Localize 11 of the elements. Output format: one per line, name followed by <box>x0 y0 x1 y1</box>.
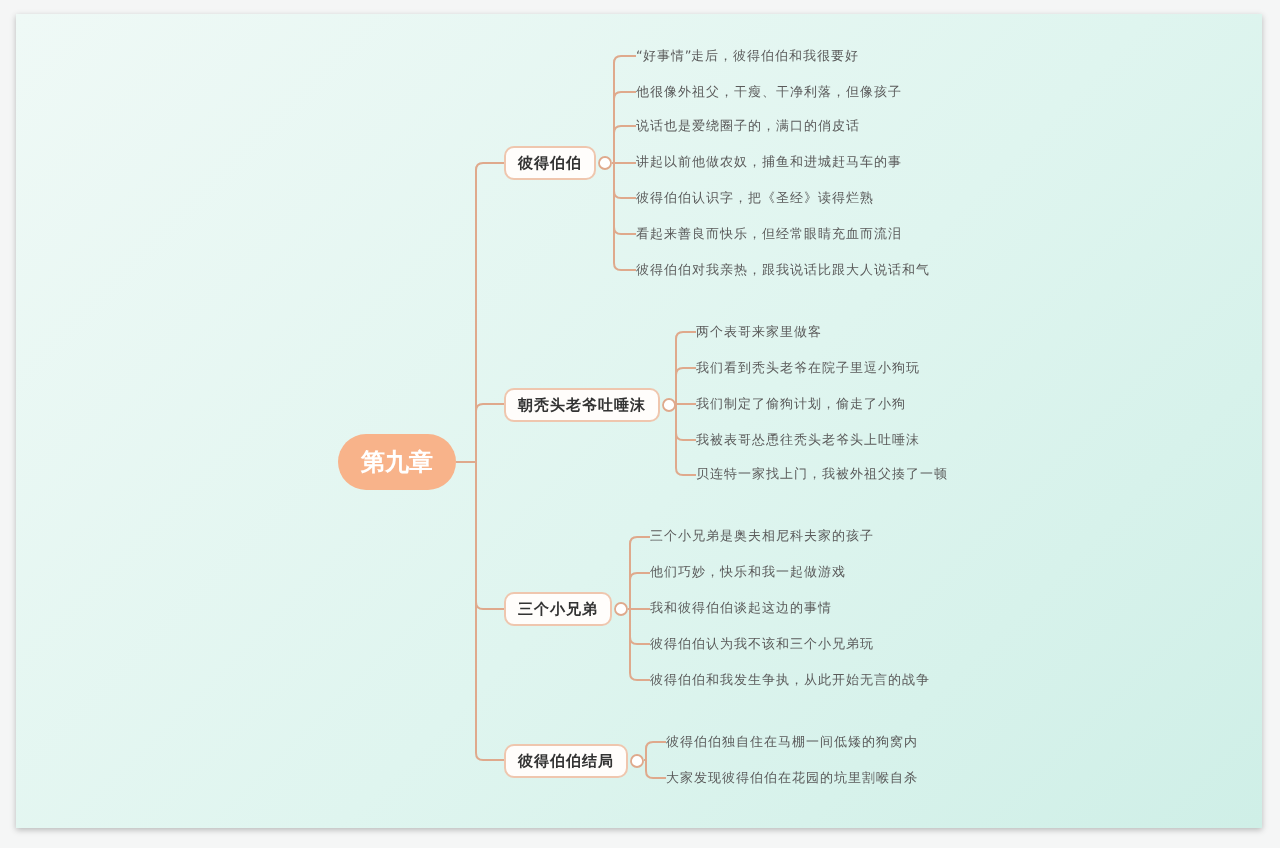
connector-line <box>611 162 637 164</box>
connector-line <box>611 125 637 164</box>
connector-line <box>627 608 651 610</box>
connector-line <box>627 572 651 610</box>
connector-line <box>643 759 667 779</box>
connector-line <box>675 403 697 405</box>
connector-line <box>455 461 505 761</box>
central-topic-box: 第九章 <box>338 434 456 490</box>
connector-line <box>627 608 651 681</box>
connector-line <box>643 741 667 761</box>
connector-line <box>611 162 637 271</box>
